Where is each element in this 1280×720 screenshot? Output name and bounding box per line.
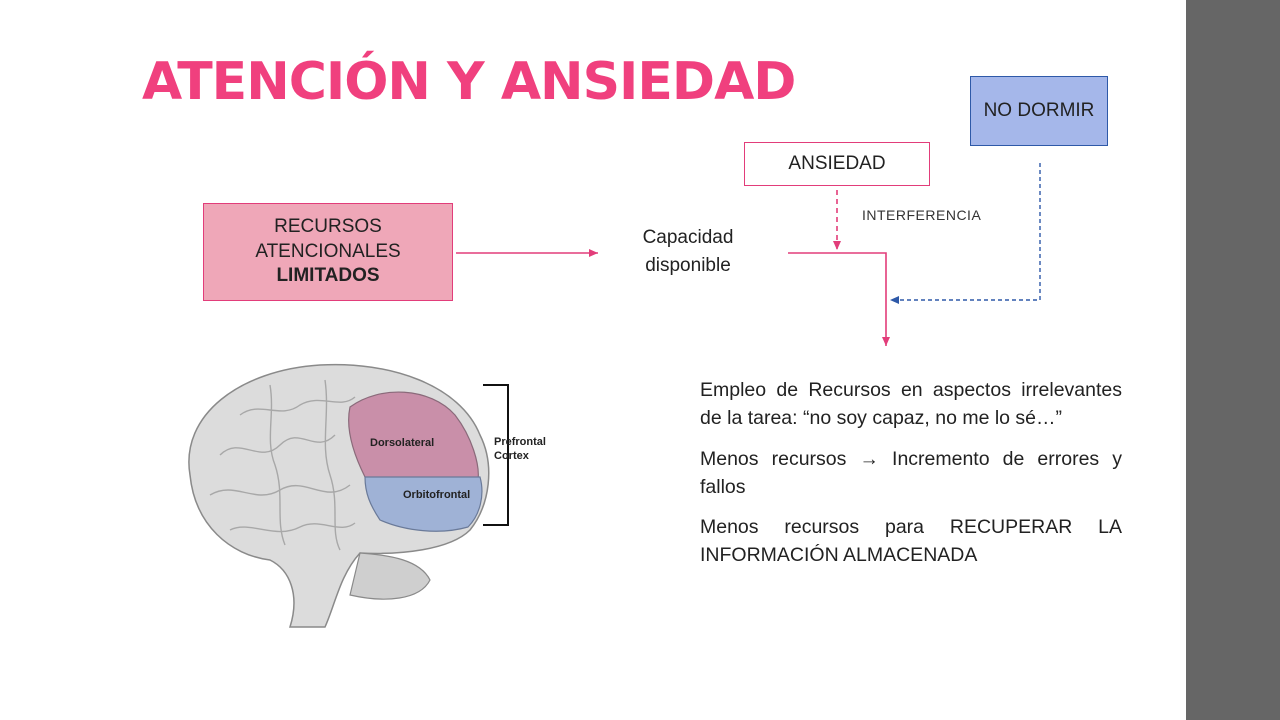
connector-arrows	[456, 163, 1041, 346]
recursos-box: RECURSOS ATENCIONALES LIMITADOS	[203, 203, 453, 301]
dorsolateral-region	[348, 391, 479, 481]
no-dormir-interference-arrow	[890, 163, 1041, 304]
prefrontal-label-1: Prefrontal	[494, 436, 546, 448]
cerebellum	[349, 552, 431, 600]
capacidad-label: Capacidad disponible	[642, 227, 734, 276]
consequence-3: Menos recursos para RECUPERAR LA INFORMA…	[700, 516, 1122, 567]
interferencia-label: INTERFERENCIA	[862, 207, 982, 223]
brain-illustration: Dorsolateral Orbitofrontal Prefrontal Co…	[188, 363, 546, 628]
prefrontal-label-2: Cortex	[494, 450, 530, 462]
recursos-line-3: LIMITADOS	[276, 265, 380, 287]
slide-title: ATENCIÓN Y ANSIEDAD	[142, 52, 796, 112]
recursos-line-1: RECURSOS	[274, 215, 382, 237]
orbitofrontal-label: Orbitofrontal	[403, 489, 470, 501]
consequences-text: Empleo de Recursos en aspectos irrelevan…	[700, 376, 1122, 582]
consequence-2: Menos recursos → Incremento de errores y…	[700, 445, 1122, 502]
prefrontal-bracket	[483, 384, 509, 526]
side-band	[1186, 0, 1280, 720]
recursos-line-2: ATENCIONALES	[255, 240, 401, 262]
capacidad-to-result-arrow	[788, 252, 890, 346]
consequence-2-text: Menos recursos → Incremento de errores y…	[700, 447, 1122, 498]
orbitofrontal-region	[364, 476, 483, 532]
brain-gyri	[209, 379, 356, 551]
no-dormir-box: NO DORMIR	[970, 76, 1108, 146]
right-arrow-icon: →	[859, 447, 879, 470]
dorsolateral-label: Dorsolateral	[370, 437, 434, 449]
ansiedad-box: ANSIEDAD	[744, 142, 930, 186]
consequence-1: Empleo de Recursos en aspectos irrelevan…	[700, 379, 1122, 430]
